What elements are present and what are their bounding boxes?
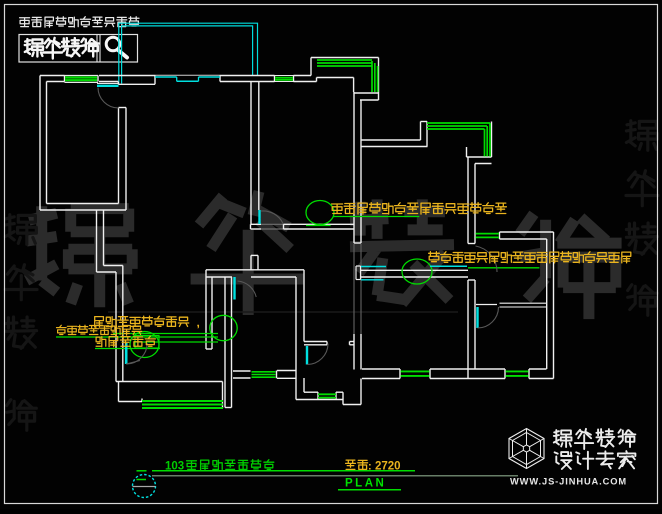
svg-text:PLAN: PLAN — [345, 478, 386, 490]
svg-text:2720: 2720 — [375, 461, 401, 473]
svg-text::: : — [368, 461, 372, 473]
svg-text:103: 103 — [165, 461, 184, 473]
svg-text:WWW.JS-JINHUA.COM: WWW.JS-JINHUA.COM — [510, 477, 627, 487]
svg-text:,: , — [197, 316, 200, 330]
